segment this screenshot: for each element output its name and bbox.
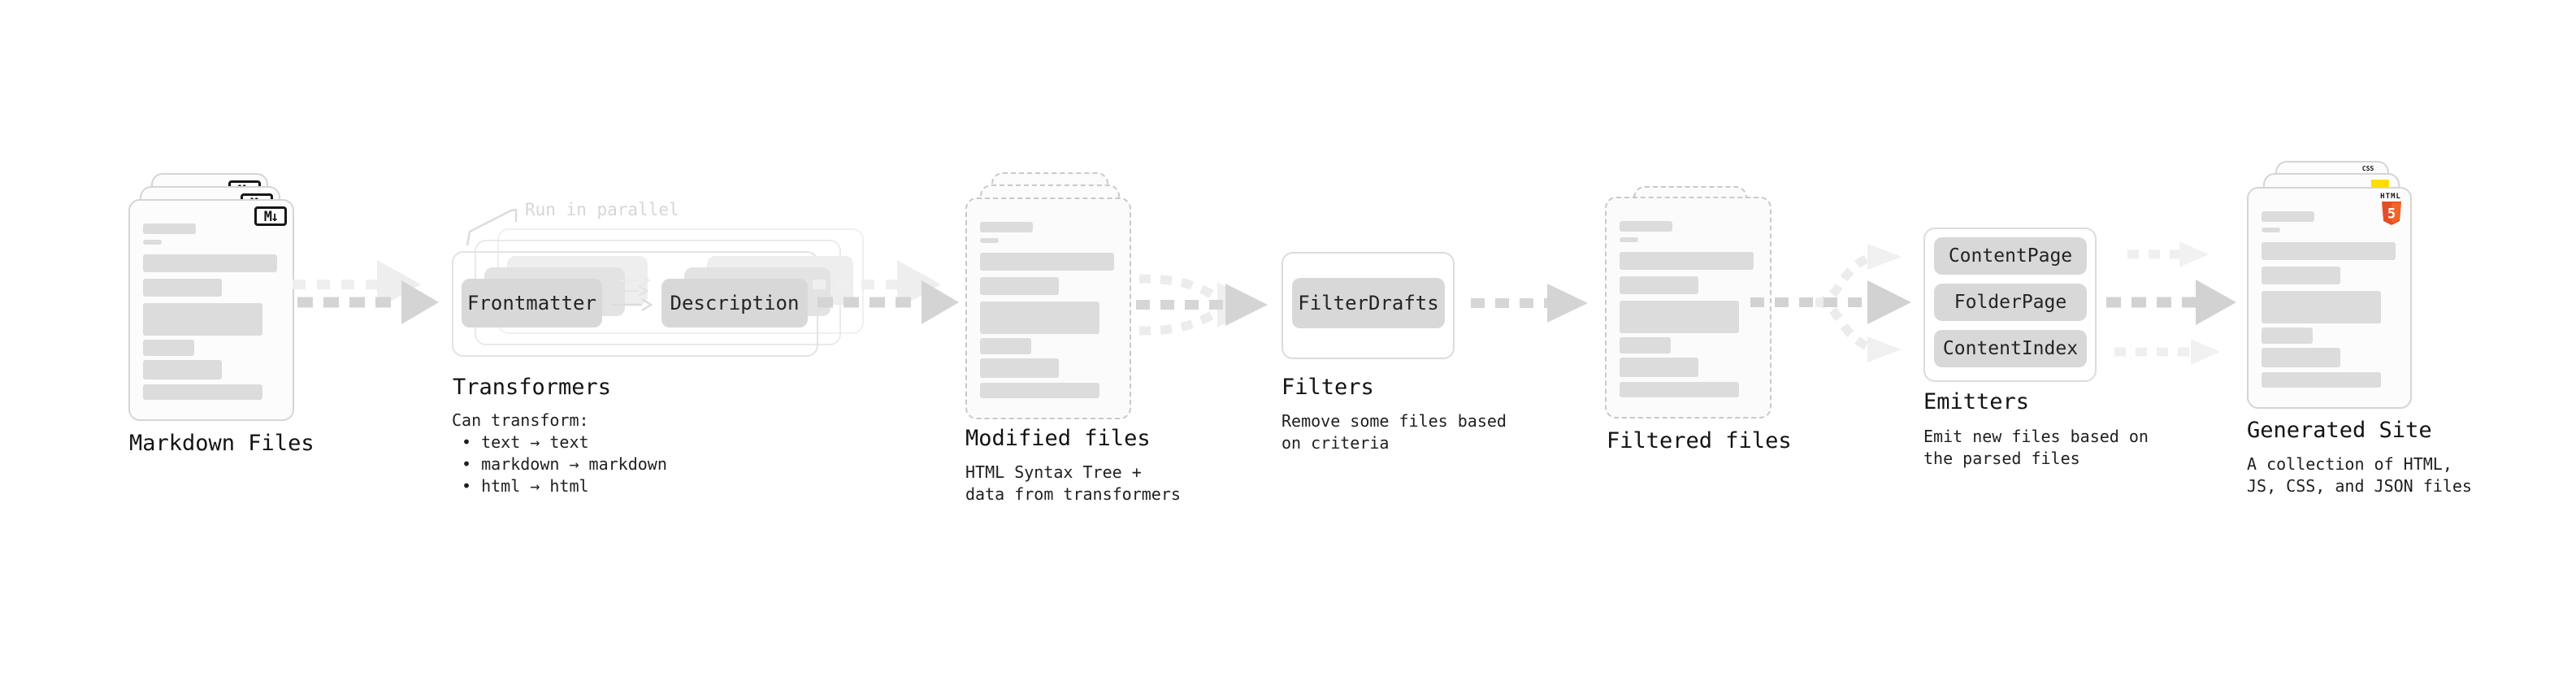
description-line: Emit new files based on	[1923, 427, 2149, 446]
emitter-contentpage-chip: ContentPage	[1934, 237, 2087, 275]
html5-icon: HTML 5	[2379, 193, 2402, 228]
flow-arrow-modified-to-filters	[1136, 274, 1268, 336]
placeholder-line	[2262, 211, 2314, 222]
placeholder-line	[2262, 327, 2313, 344]
placeholder-line	[143, 340, 194, 356]
placeholder-line	[980, 238, 999, 243]
placeholder-line	[1620, 382, 1739, 397]
description-line: data from transformers	[965, 484, 1181, 504]
filters-group-frame	[1281, 252, 1455, 359]
emitters-description: Emit new files based on the parsed files	[1923, 426, 2149, 470]
description-line: on criteria	[1281, 433, 1390, 453]
placeholder-line	[980, 253, 1114, 271]
transformer-frontmatter-chip: Frontmatter	[462, 279, 602, 327]
placeholder-line	[1620, 237, 1638, 242]
emitter-folderpage-chip: FolderPage	[1934, 284, 2087, 321]
placeholder-line	[1620, 276, 1698, 294]
html5-icon-text: HTML	[2380, 193, 2401, 201]
transformer-description-chip: Description	[661, 279, 808, 327]
filter-filterdrafts-chip: FilterDrafts	[1292, 278, 1445, 328]
flow-arrow-emitters-to-site	[2106, 241, 2236, 365]
placeholder-line	[980, 301, 1099, 334]
js-icon	[2371, 180, 2389, 189]
modified-files-description: HTML Syntax Tree + data from transformer…	[965, 462, 1181, 505]
run-in-parallel-note: Run in parallel	[525, 200, 679, 219]
placeholder-line	[2262, 291, 2381, 323]
html5-shield: 5	[2382, 202, 2401, 225]
transform-bullet: • markdown → markdown	[462, 454, 667, 474]
placeholder-line	[143, 223, 196, 234]
placeholder-line	[143, 360, 222, 380]
file-card: HTML 5	[2247, 187, 2412, 409]
file-card	[965, 197, 1131, 419]
placeholder-line	[2262, 372, 2381, 388]
placeholder-line	[1620, 337, 1671, 354]
css-icon-text: CSS	[2361, 165, 2374, 172]
placeholder-line	[980, 222, 1033, 232]
placeholder-line	[1620, 358, 1698, 377]
placeholder-line	[143, 240, 162, 245]
generated-site-label: Generated Site	[2247, 418, 2432, 443]
placeholder-line	[980, 338, 1031, 354]
flow-arrow-transformers-to-modified	[813, 260, 959, 324]
flow-arrow-filtered-to-emitters	[1750, 244, 1911, 362]
transform-bullet: • html → html	[462, 476, 589, 496]
markdown-icon: M↓	[254, 206, 287, 226]
placeholder-line	[1620, 221, 1672, 232]
flow-arrow-markdown-to-transformers	[293, 260, 439, 324]
transformers-description: Can transform: • text → text • markdown …	[452, 410, 667, 497]
markdown-files-label: Markdown Files	[129, 431, 314, 456]
run-in-parallel-leader-line	[466, 208, 518, 246]
svg-text:5: 5	[2387, 206, 2396, 223]
placeholder-line	[2262, 348, 2340, 367]
description-line: A collection of HTML,	[2247, 454, 2452, 474]
placeholder-line	[1620, 252, 1754, 270]
placeholder-line	[143, 384, 262, 400]
description-line: HTML Syntax Tree +	[965, 462, 1142, 482]
placeholder-line	[143, 279, 222, 297]
filters-label: Filters	[1281, 375, 1374, 400]
placeholder-line	[980, 277, 1059, 295]
placeholder-line	[143, 303, 262, 336]
transformer-step-arrows	[611, 274, 653, 312]
description-line: JS, CSS, and JSON files	[2247, 476, 2472, 496]
skeleton-text	[2262, 189, 2396, 388]
description-line: Remove some files based	[1281, 411, 1507, 431]
skeleton-text	[1620, 198, 1754, 397]
placeholder-line	[980, 383, 1099, 398]
placeholder-line	[2262, 228, 2280, 232]
filtered-files-label: Filtered files	[1607, 428, 1792, 453]
file-card	[1605, 197, 1772, 419]
placeholder-line	[2262, 267, 2340, 284]
description-line: the parsed files	[1923, 449, 2080, 468]
skeleton-text	[143, 201, 277, 400]
file-card: M↓	[128, 199, 294, 421]
transformers-label: Transformers	[453, 375, 612, 400]
emitter-contentindex-chip: ContentIndex	[1934, 330, 2087, 367]
can-transform-heading: Can transform:	[452, 410, 589, 430]
placeholder-line	[2262, 242, 2396, 260]
emitters-group-frame	[1923, 228, 2097, 382]
modified-files-label: Modified files	[965, 426, 1151, 451]
placeholder-line	[143, 254, 277, 272]
transform-bullet: • text → text	[462, 432, 589, 452]
skeleton-text	[980, 199, 1114, 398]
flow-arrow-filters-to-filtered	[1471, 284, 1588, 323]
generated-site-description: A collection of HTML, JS, CSS, and JSON …	[2247, 453, 2472, 497]
placeholder-line	[1620, 301, 1739, 333]
placeholder-line	[980, 358, 1059, 378]
emitters-label: Emitters	[1923, 389, 2030, 414]
filters-description: Remove some files based on criteria	[1281, 410, 1507, 454]
